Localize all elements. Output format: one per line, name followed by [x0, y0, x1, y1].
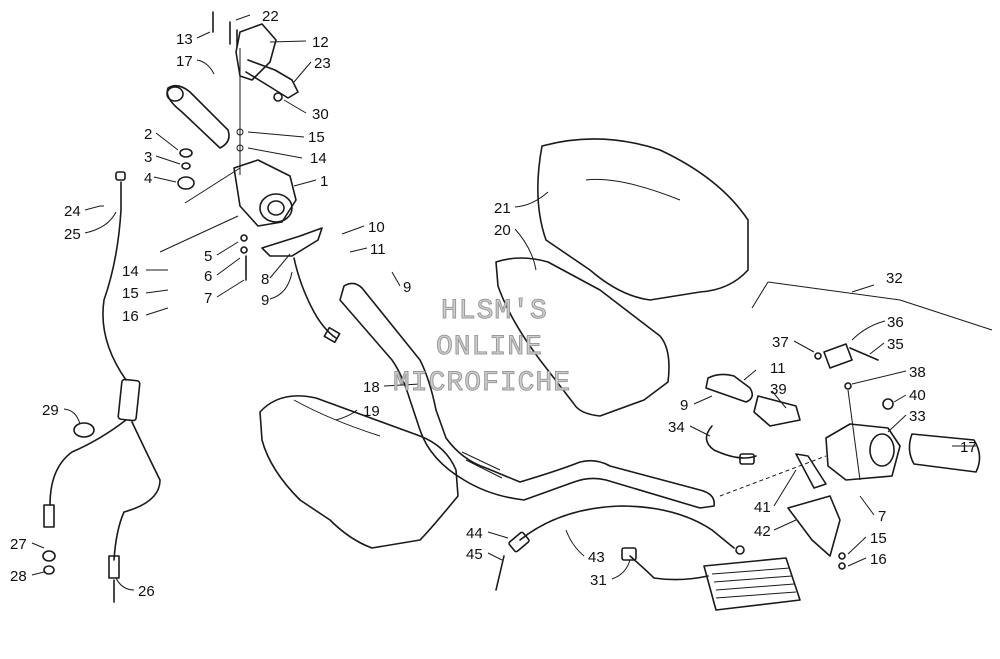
callout-16-left: 16: [122, 308, 139, 325]
callout-9-mid: 9: [403, 279, 411, 296]
handlebar-group: [339, 282, 716, 509]
callout-17-left: 17: [176, 53, 193, 70]
throttle-cable-group: [42, 171, 161, 603]
callout-17-right: 17: [960, 439, 977, 456]
callout-11-left: 11: [370, 241, 386, 258]
watermark-line-1: HLSM'S: [441, 296, 548, 327]
callout-22: 22: [262, 8, 279, 25]
upper-bracket-group: [212, 11, 299, 175]
callout-32: 32: [886, 270, 903, 287]
callout-29: 29: [42, 402, 59, 419]
callout-44: 44: [466, 525, 483, 542]
callout-45: 45: [466, 546, 483, 563]
callout-26: 26: [138, 583, 155, 600]
callout-7-left: 7: [204, 290, 212, 307]
callout-15-left: 15: [122, 285, 139, 302]
left-hand-guard: [259, 395, 459, 549]
callout-43: 43: [588, 549, 605, 566]
callout-14-top: 14: [310, 150, 327, 167]
callout-8: 8: [261, 271, 269, 288]
callout-20: 20: [494, 222, 511, 239]
callout-19: 19: [363, 403, 380, 420]
callout-3: 3: [144, 149, 152, 166]
callout-15-right: 15: [870, 530, 887, 547]
callout-36: 36: [887, 314, 904, 331]
lower-cable-group: [495, 505, 801, 611]
callout-31: 31: [590, 572, 607, 589]
callout-23: 23: [314, 55, 331, 72]
callout-24: 24: [64, 203, 81, 220]
handlebar-pad-group: [495, 138, 749, 417]
callout-18: 18: [363, 379, 380, 396]
callout-21: 21: [494, 200, 511, 217]
callout-4: 4: [144, 170, 152, 187]
callout-38: 38: [909, 364, 926, 381]
callout-42: 42: [754, 523, 771, 540]
callout-30: 30: [312, 106, 329, 123]
callout-15-top: 15: [308, 129, 325, 146]
leader-lines: [31, 14, 976, 591]
callout-12: 12: [312, 34, 329, 51]
throttle-housing-group: [159, 84, 297, 253]
callout-40: 40: [909, 387, 926, 404]
callout-11-right: 11: [770, 360, 786, 377]
right-control-group: [705, 281, 993, 570]
housing-hardware-group: [240, 227, 341, 344]
callout-10: 10: [368, 219, 385, 236]
callout-2: 2: [144, 126, 152, 143]
callout-14-left: 14: [122, 263, 139, 280]
callout-35: 35: [887, 336, 904, 353]
callout-34: 34: [668, 419, 685, 436]
drawing-layer: [42, 11, 993, 611]
watermark: HLSM'S ONLINE MICROFICHE: [393, 296, 571, 400]
callout-1: 1: [320, 173, 328, 190]
callout-6: 6: [204, 268, 212, 285]
callout-9-left: 9: [261, 292, 269, 309]
callout-28: 28: [10, 568, 27, 585]
callout-13: 13: [176, 31, 193, 48]
callout-7-right: 7: [878, 508, 886, 525]
watermark-line-3: MICROFICHE: [393, 368, 571, 399]
callout-27: 27: [10, 536, 27, 553]
callout-41: 41: [754, 499, 771, 516]
callout-37: 37: [772, 334, 789, 351]
callout-9-right: 9: [680, 397, 688, 414]
callout-25: 25: [64, 226, 81, 243]
callout-33: 33: [909, 408, 926, 425]
callout-16-right: 16: [870, 551, 887, 568]
watermark-line-2: ONLINE: [436, 332, 543, 363]
callout-labels: 22 13 12 17 23 30 2 15 3 14 4 1 24 25 10…: [10, 8, 977, 600]
callout-5: 5: [204, 248, 212, 265]
callout-39: 39: [770, 381, 787, 398]
